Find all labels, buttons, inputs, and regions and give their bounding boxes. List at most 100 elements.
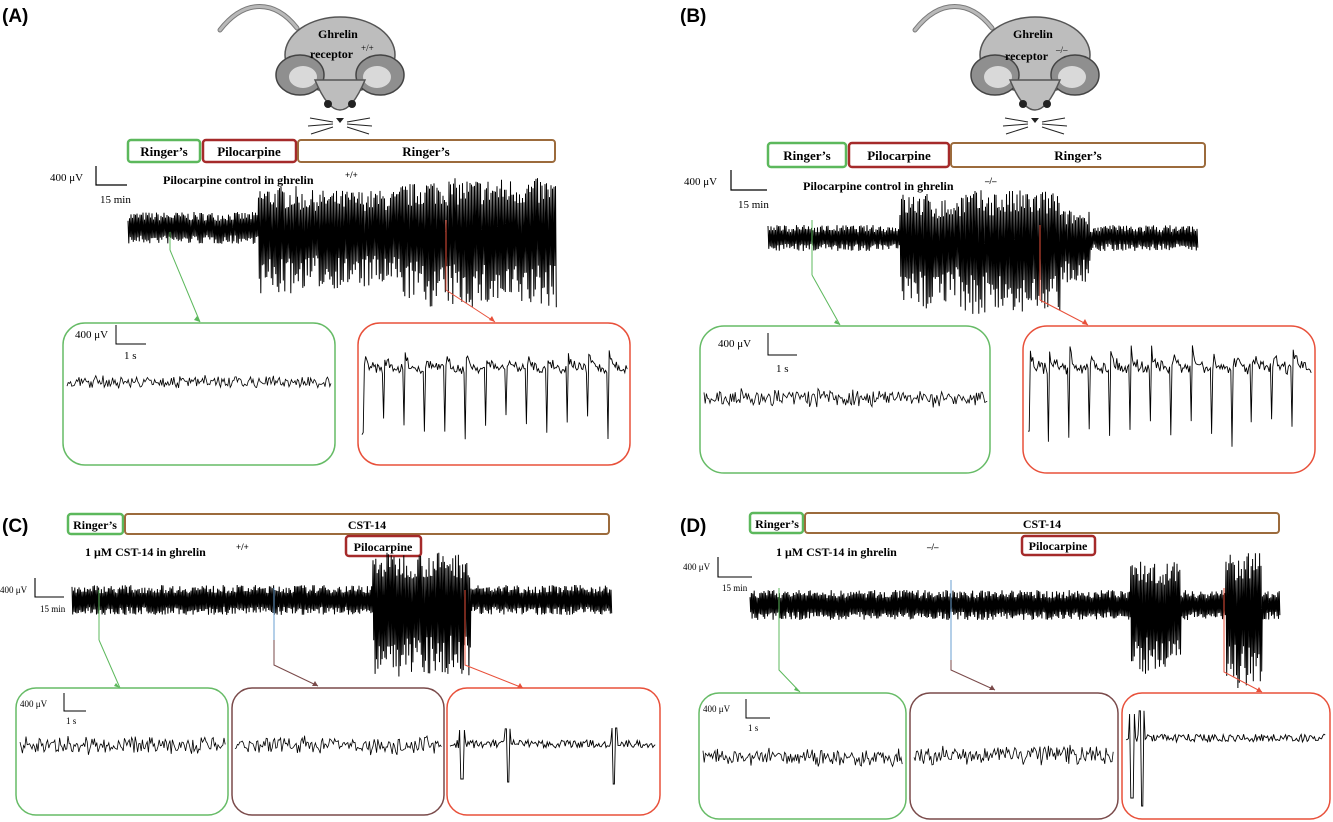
mouse-label-superscript: +/+: [361, 43, 374, 53]
zoom-arrow-ringer: [98, 639, 121, 689]
inset-trace: [19, 735, 226, 755]
inset-ringer: [15, 687, 229, 816]
panel-a-letter: (A): [2, 6, 28, 27]
scale-bar-voltage: 400 μV: [50, 172, 83, 184]
inset-trace: [449, 727, 656, 785]
mouse-label-line2: receptor: [310, 47, 354, 61]
inset-scale-time: 1 s: [66, 716, 77, 726]
eeg-trace: [767, 190, 1199, 314]
scale-bar-voltage: 400 μV: [684, 176, 717, 188]
segment-ringer-pre-label: Ringer’s: [140, 144, 187, 159]
inset-trace: [703, 387, 988, 408]
segment-ringer-post: [950, 142, 1206, 168]
panel-a: (A) Ghrelin receptor +/+ Ringer’s Piloca…: [2, 4, 631, 466]
panel-a-title: Pilocarpine control in ghrelin: [163, 173, 314, 187]
segment-pilocarpine: [201, 138, 298, 164]
scale-bar-time: 15 min: [40, 604, 66, 614]
inset-scale-time: 1 s: [748, 723, 759, 733]
mouse-icon: [217, 4, 405, 135]
panel-c: (C) Ringer’s CST-14 Pilocarpine 1 μM CST…: [0, 512, 661, 816]
inset-scale-time: 1 s: [124, 350, 137, 362]
segment-ringer: [748, 511, 805, 535]
segment-pilocarpine: [847, 141, 951, 169]
panel-c-letter: (C): [2, 516, 28, 537]
inset-trace: [913, 744, 1114, 766]
inset-pilocarpine: [1121, 692, 1331, 820]
eeg-trace: [749, 553, 1281, 689]
scale-bar-voltage: 400 μV: [683, 562, 711, 572]
segment-ringer-post-label: Ringer’s: [1054, 148, 1101, 163]
panel-d-title-superscript: –/–: [926, 542, 939, 552]
eeg-trace: [127, 178, 557, 308]
zoom-arrow-pilocarpine: [445, 289, 496, 323]
scale-bar-time: 15 min: [100, 194, 131, 206]
scale-bar-time: 15 min: [722, 583, 748, 593]
inset-ringer: [698, 692, 907, 820]
segment-ringer-pre: [766, 141, 848, 169]
segment-pilocarpine-label: Pilocarpine: [354, 540, 413, 554]
segment-ringer-label: Ringer’s: [755, 517, 799, 531]
inset-trace: [361, 350, 628, 440]
panel-c-title: 1 μM CST-14 in ghrelin: [85, 545, 206, 559]
scale-bar-time: 15 min: [738, 199, 769, 211]
segment-ringer-pre-label: Ringer’s: [783, 148, 830, 163]
segment-ringer-label: Ringer’s: [73, 518, 117, 532]
inset-scale-voltage: 400 μV: [703, 704, 731, 714]
zoom-arrow-pilocarpine: [1223, 650, 1263, 693]
segment-cst14-label: CST-14: [1023, 517, 1061, 531]
inset-pilocarpine: [357, 322, 631, 466]
inset-ringer: [62, 322, 336, 466]
inset-trace: [66, 374, 332, 389]
inset-cst14: [909, 692, 1119, 820]
zoom-arrow-ringer: [778, 645, 801, 693]
inset-pilocarpine: [446, 687, 661, 816]
segment-pilocarpine-label: Pilocarpine: [217, 144, 281, 159]
zoom-arrow-ringer: [811, 274, 841, 326]
scale-bar: [730, 170, 767, 191]
inset-scale-voltage: 400 μV: [75, 329, 108, 341]
inset-pilocarpine: [1022, 325, 1316, 474]
segment-pilocarpine: [344, 534, 423, 558]
segment-cst14: [804, 512, 1280, 534]
inset-scale-voltage: 400 μV: [718, 338, 751, 350]
zoom-arrow-pilocarpine: [464, 640, 524, 689]
segment-cst14: [124, 513, 610, 535]
panel-c-title-superscript: +/+: [236, 542, 249, 552]
segment-ringer: [66, 512, 125, 536]
inset-cst14: [231, 687, 445, 816]
zoom-arrow-pilocarpine: [1039, 299, 1089, 326]
panel-d-letter: (D): [680, 516, 706, 537]
scale-bar: [95, 166, 127, 186]
inset-trace: [702, 747, 903, 768]
mouse-label-line2: receptor: [1005, 49, 1049, 63]
scale-bar: [717, 557, 752, 578]
inset-scale-voltage: 400 μV: [20, 699, 48, 709]
inset-trace: [234, 735, 442, 756]
panel-b: (B) Ghrelin receptor –/– Ringer’s Piloca…: [680, 4, 1316, 474]
segment-ringer-post-label: Ringer’s: [402, 144, 449, 159]
eeg-trace: [71, 552, 613, 677]
scale-bar: [34, 578, 64, 598]
panel-b-title-superscript: –/–: [984, 176, 997, 186]
segment-pilocarpine: [1020, 534, 1097, 557]
zoom-arrow-cst14: [950, 660, 996, 691]
inset-trace: [1027, 345, 1312, 447]
inset-ringer: [699, 325, 991, 474]
segment-ringer-post: [297, 139, 556, 163]
panel-b-title: Pilocarpine control in ghrelin: [803, 179, 954, 193]
zoom-arrow-cst14: [273, 640, 319, 687]
panel-d: (D) Ringer’s CST-14 Pilocarpine 1 μM CST…: [680, 511, 1331, 820]
inset-trace: [1125, 710, 1326, 807]
segment-pilocarpine-label: Pilocarpine: [1029, 539, 1088, 553]
segment-pilocarpine-label: Pilocarpine: [867, 148, 931, 163]
segment-ringer-pre: [126, 138, 202, 164]
mouse-label-line1: Ghrelin: [318, 27, 358, 41]
panel-a-title-superscript: +/+: [345, 170, 358, 180]
scale-bar-voltage: 400 μV: [0, 585, 28, 595]
panel-d-title: 1 μM CST-14 in ghrelin: [776, 545, 897, 559]
mouse-label-line1: Ghrelin: [1013, 27, 1053, 41]
mouse-icon: [912, 4, 1100, 135]
mouse-label-superscript: –/–: [1055, 45, 1068, 55]
inset-scale-time: 1 s: [776, 363, 789, 375]
